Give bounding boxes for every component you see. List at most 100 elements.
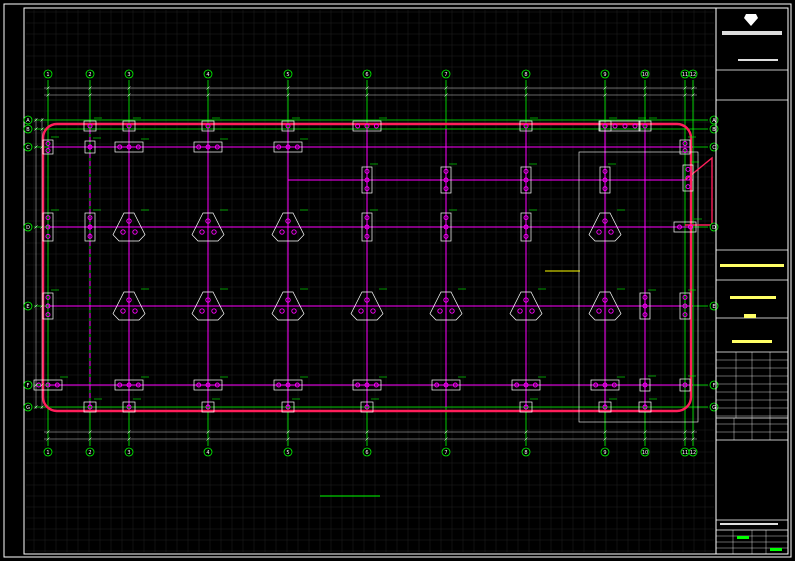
pile-symbol: [276, 144, 282, 150]
pile-symbol: [364, 224, 370, 230]
dimension-tick: [46, 93, 50, 97]
dimension-tick: [34, 405, 38, 409]
grid-label-row: A: [712, 118, 716, 124]
pile-cap-outline: [281, 401, 295, 413]
dimension-tick: [40, 127, 44, 131]
grid-label-row: D: [712, 225, 716, 231]
outer-frame: [3, 3, 792, 558]
grid-label-column: 4: [206, 450, 209, 456]
dimension-tick: [691, 437, 695, 441]
dimension-tick: [365, 430, 369, 434]
dimension-tick: [40, 405, 44, 409]
boundary-extension: [684, 156, 713, 226]
dimension-tick: [40, 383, 44, 387]
grid-label-column: 10: [642, 450, 648, 456]
grid-label-column: 9: [603, 450, 606, 456]
pile-cap-outline: [590, 379, 620, 391]
dimension-tick: [643, 430, 647, 434]
pile-cap-outline: [360, 401, 374, 413]
pile-symbol: [276, 382, 282, 388]
pile-cap-outline: [511, 379, 541, 391]
grid-bubble: [23, 124, 33, 134]
pile-symbol: [120, 229, 126, 235]
grid-label-column: 11: [682, 72, 688, 78]
pile-symbol: [358, 308, 364, 314]
zone-outline: [578, 151, 699, 423]
grid-label-row: B: [26, 127, 30, 133]
dimension-tick: [691, 93, 695, 97]
pile-symbol: [196, 144, 202, 150]
pile-symbol: [523, 233, 529, 239]
company-name-bar: [722, 31, 782, 35]
pile-cap-outline: [352, 379, 382, 391]
grid-label-column: 5: [286, 450, 289, 456]
pile-symbol: [214, 382, 220, 388]
pile-cap-outline: [599, 166, 611, 194]
pile-cap-outline: [114, 141, 144, 153]
shield-icon: [744, 14, 758, 26]
pile-symbol: [602, 382, 608, 388]
dimension-tick: [444, 86, 448, 90]
pile-symbol: [211, 229, 217, 235]
grid-label-row: E: [712, 304, 715, 310]
grid-label-column: 1: [46, 450, 49, 456]
pile-cap-outline: [520, 166, 532, 194]
pile-cap-outline: [83, 401, 97, 413]
note-bar: [720, 523, 778, 525]
pile-cap-outline: [271, 212, 305, 242]
dimension-tick: [34, 383, 38, 387]
pile-cap-outline: [361, 212, 373, 242]
dimension-tick: [691, 86, 695, 90]
pile-symbol: [45, 224, 51, 230]
pile-cap-outline: [588, 291, 622, 321]
pile-symbol: [443, 224, 449, 230]
dimension-tick: [286, 430, 290, 434]
dimension-tick: [603, 86, 607, 90]
pile-symbol: [437, 308, 443, 314]
pile-symbol: [54, 382, 60, 388]
grid-label-column: 12: [690, 72, 696, 78]
sign-bar: [770, 548, 782, 551]
pile-symbol: [523, 382, 529, 388]
pile-symbol: [523, 186, 529, 192]
pile-symbol: [364, 215, 370, 221]
dimension-tick: [127, 437, 131, 441]
pile-cap-outline: [201, 120, 215, 132]
pile-symbol: [205, 382, 211, 388]
dimension-tick: [286, 93, 290, 97]
pile-cap-outline: [114, 379, 144, 391]
project-bar: [720, 264, 784, 267]
pile-symbol: [285, 144, 291, 150]
pile-cap-outline: [679, 139, 691, 155]
pile-symbol: [364, 177, 370, 183]
pile-symbol: [602, 177, 608, 183]
grid-bubble: [362, 69, 372, 79]
dimension-tick: [206, 93, 210, 97]
pile-symbol: [279, 229, 285, 235]
grid-bubble: [23, 301, 33, 311]
dimension-tick: [524, 430, 528, 434]
dimension-tick: [88, 430, 92, 434]
pile-cap-outline: [673, 221, 697, 233]
pile-symbol: [45, 303, 51, 309]
dimension-tick: [40, 304, 44, 308]
pile-symbol: [117, 382, 123, 388]
pile-symbol: [211, 308, 217, 314]
grid-label-row: G: [26, 405, 30, 411]
pile-cap-outline: [588, 212, 622, 242]
pile-symbol: [364, 404, 370, 410]
grid-bubble: [362, 447, 372, 457]
dimension-tick: [365, 93, 369, 97]
pile-symbol: [677, 224, 682, 230]
pile-symbol: [294, 382, 300, 388]
pile-cap-outline: [191, 291, 225, 321]
pile-cap-outline: [519, 120, 533, 132]
pile-symbol: [523, 177, 529, 183]
grid-bubble: [23, 142, 33, 152]
pile-symbol: [135, 144, 141, 150]
grid-bubble: [521, 69, 531, 79]
pile-symbol: [443, 382, 449, 388]
pile-cap-outline: [42, 212, 54, 242]
pile-cap-outline: [271, 291, 305, 321]
